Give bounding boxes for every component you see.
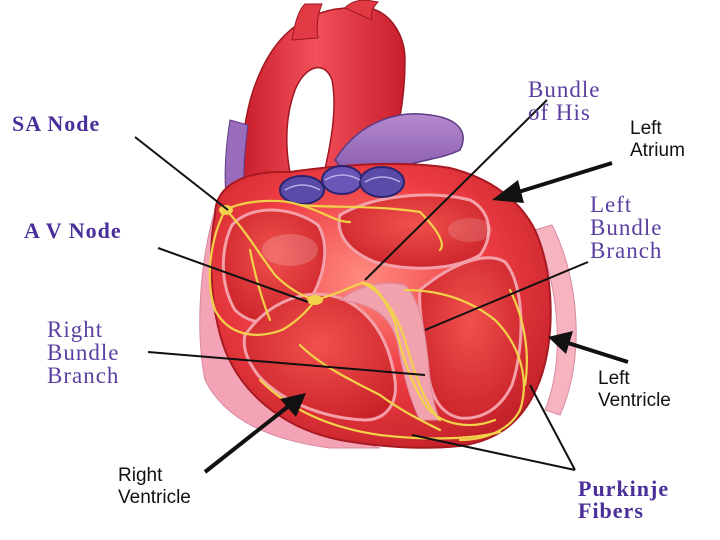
sa-node-spot	[219, 205, 233, 215]
bundle-of-his-label: Bundle of His	[528, 77, 601, 125]
av-node-spot	[307, 295, 323, 305]
right-vessel	[534, 224, 577, 416]
aorta-branch	[344, 0, 380, 21]
sa-node-label: SA Node	[12, 111, 101, 136]
pointer-arrow	[203, 393, 306, 474]
leader-lines	[134, 99, 589, 471]
conduction-pathway	[208, 199, 528, 442]
right-bundle-branch-label: Right Bundle Branch	[47, 317, 120, 388]
av-node-label: A V Node	[24, 218, 122, 243]
right-ventricle-chamber	[242, 292, 397, 422]
left-ventricle-chamber	[418, 256, 523, 420]
purkinje-fibers-label: Purkinje Fibers	[578, 476, 670, 523]
heart-valves	[279, 165, 405, 205]
left-atrium-label: Left Atrium	[630, 118, 685, 161]
pointer-arrow	[548, 331, 629, 364]
aorta-branch	[291, 3, 323, 41]
left-bundle-branch-label: Left Bundle Branch	[590, 192, 663, 263]
pointer-arrow	[492, 161, 613, 203]
left-ventricle-label: Left Ventricle	[598, 368, 671, 411]
right-ventricle-label: Right Ventricle	[118, 465, 191, 508]
